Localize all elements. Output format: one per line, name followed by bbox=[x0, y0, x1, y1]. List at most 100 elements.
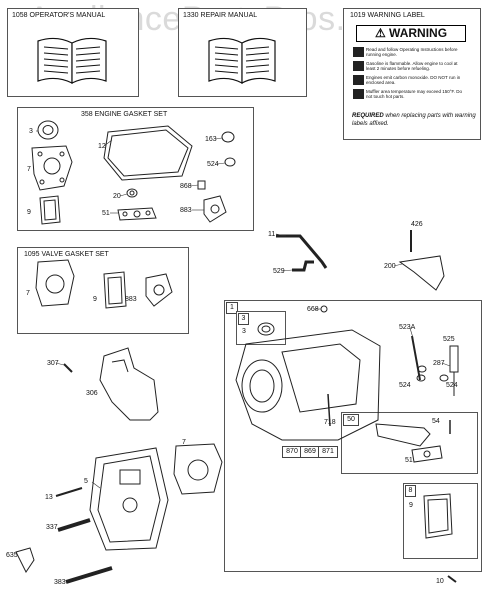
required-note: REQUIRED when replacing parts with warni… bbox=[352, 112, 476, 128]
oil-seal-drawing bbox=[257, 322, 275, 336]
screw-drawing bbox=[447, 575, 457, 583]
part-label-383[interactable]: 383 bbox=[54, 579, 66, 586]
part-label-524[interactable]: 524 bbox=[446, 382, 458, 389]
spark-plug-boot-drawing bbox=[15, 547, 35, 573]
engine-gasket-set-box[interactable]: 358 ENGINE GASKET SET bbox=[17, 107, 254, 231]
valve-cover-gasket-drawing bbox=[103, 271, 127, 309]
group-tag-871[interactable]: 871 bbox=[318, 446, 338, 458]
part-label-163[interactable]: 163 bbox=[205, 136, 217, 143]
open-book-icon bbox=[208, 37, 276, 84]
operators-manual-box[interactable]: 1058 OPERATOR'S MANUAL bbox=[7, 8, 139, 97]
group-tag-8[interactable]: 8 bbox=[405, 485, 416, 497]
open-book-icon bbox=[37, 37, 107, 84]
part-label-20[interactable]: 20 bbox=[113, 193, 121, 200]
bracket-drawing bbox=[398, 255, 445, 291]
part-label-337[interactable]: 337 bbox=[46, 524, 58, 531]
plug-drawing bbox=[320, 305, 328, 313]
repair-manual-title: 1330 REPAIR MANUAL bbox=[183, 12, 258, 19]
part-label-3[interactable]: 3 bbox=[29, 128, 33, 135]
part-label-3[interactable]: 3 bbox=[242, 328, 246, 335]
hot-surface-icon bbox=[353, 89, 364, 99]
warning-line-3: Engines emit carbon monoxide. DO NOT run… bbox=[366, 75, 461, 85]
group-tag-3[interactable]: 3 bbox=[238, 313, 249, 325]
part-label-11[interactable]: 11 bbox=[268, 231, 276, 238]
warning-line-4: Muffler area temperature may exceed 150°… bbox=[366, 89, 463, 99]
elbow-fitting-drawing bbox=[292, 260, 314, 272]
warning-line-1: Read and follow Operating Instructions b… bbox=[366, 47, 458, 57]
part-label-5[interactable]: 5 bbox=[84, 478, 88, 485]
valve-cover-gasket-drawing bbox=[39, 195, 61, 225]
repair-manual-box[interactable]: 1330 REPAIR MANUAL bbox=[178, 8, 307, 97]
warning-heading-text: WARNING bbox=[389, 26, 448, 40]
group-tag-1[interactable]: 1 bbox=[226, 302, 238, 314]
crankcase-gasket-drawing bbox=[103, 125, 193, 181]
part-label-529[interactable]: 529 bbox=[273, 268, 285, 275]
part-label-523a[interactable]: 523A bbox=[399, 324, 416, 331]
dipstick-handle-drawing bbox=[375, 420, 451, 447]
breather-cover-drawing bbox=[423, 493, 453, 539]
part-label-10[interactable]: 10 bbox=[436, 578, 444, 585]
cylinder-head-gasket-drawing bbox=[31, 145, 73, 191]
seal-drawing bbox=[126, 188, 138, 198]
part-label-426[interactable]: 426 bbox=[411, 221, 423, 228]
part-label-868[interactable]: 868 bbox=[180, 183, 192, 190]
part-label-51[interactable]: 51 bbox=[405, 457, 413, 464]
cylinder-head-drawing bbox=[89, 447, 169, 551]
required-bold: REQUIRED bbox=[352, 113, 384, 119]
o-ring-drawing bbox=[224, 157, 236, 167]
intake-gasket-drawing bbox=[117, 207, 157, 221]
oil-seal-drawing bbox=[37, 120, 59, 140]
fitting-drawing bbox=[197, 180, 206, 190]
cylinder-block-drawing bbox=[235, 329, 381, 441]
exhaust-gasket-drawing bbox=[145, 273, 173, 307]
warning-label-box[interactable]: 1019 WARNING LABEL ⚠ WARNING Read and fo… bbox=[343, 8, 481, 140]
exhaust-gasket-drawing bbox=[203, 195, 227, 223]
required-rest: when replacing parts with warning labels… bbox=[352, 113, 476, 127]
part-label-9[interactable]: 9 bbox=[409, 502, 413, 509]
part-label-7[interactable]: 7 bbox=[182, 439, 186, 446]
part-label-12[interactable]: 12 bbox=[98, 143, 106, 150]
part-label-307[interactable]: 307 bbox=[47, 360, 59, 367]
part-label-524[interactable]: 524 bbox=[207, 161, 219, 168]
part-label-51[interactable]: 51 bbox=[102, 210, 110, 217]
part-label-200[interactable]: 200 bbox=[384, 263, 396, 270]
breather-tube-drawing bbox=[276, 234, 328, 269]
stud-drawing bbox=[327, 393, 331, 427]
operators-manual-title: 1058 OPERATOR'S MANUAL bbox=[12, 12, 106, 19]
o-ring-drawing bbox=[417, 365, 427, 373]
head-gasket-drawing bbox=[35, 259, 75, 307]
part-label-7[interactable]: 7 bbox=[26, 290, 30, 297]
dipstick-drawing bbox=[449, 345, 459, 396]
ignition-coil-drawing bbox=[65, 566, 113, 584]
part-label-883[interactable]: 883 bbox=[125, 296, 137, 303]
part-label-668[interactable]: 668 bbox=[307, 306, 319, 313]
group-tag-50[interactable]: 50 bbox=[343, 414, 359, 426]
part-label-524[interactable]: 524 bbox=[399, 382, 411, 389]
o-ring-drawing bbox=[439, 374, 449, 382]
head-bolt-drawing bbox=[55, 487, 83, 497]
engine-gasket-set-title: 358 ENGINE GASKET SET bbox=[81, 111, 168, 118]
warning-label-title: 1019 WARNING LABEL bbox=[350, 12, 425, 19]
part-label-9[interactable]: 9 bbox=[27, 209, 31, 216]
part-label-9[interactable]: 9 bbox=[93, 296, 97, 303]
warning-line-2: Gasoline is flammable. Allow engine to c… bbox=[366, 61, 458, 71]
part-label-54[interactable]: 54 bbox=[432, 418, 440, 425]
part-label-287[interactable]: 287 bbox=[433, 360, 445, 367]
valve-gasket-set-title: 1095 VALVE GASKET SET bbox=[24, 251, 109, 258]
manual-read-icon bbox=[353, 47, 364, 57]
head-gasket-drawing bbox=[173, 443, 223, 495]
part-label-635[interactable]: 635 bbox=[6, 552, 18, 559]
o-ring-drawing bbox=[221, 131, 235, 143]
spark-plug-drawing bbox=[57, 518, 91, 532]
gasket-drawing bbox=[411, 445, 443, 463]
part-label-525[interactable]: 525 bbox=[443, 336, 455, 343]
part-label-306[interactable]: 306 bbox=[86, 390, 98, 397]
warning-heading: ⚠ WARNING bbox=[356, 25, 466, 42]
part-label-883[interactable]: 883 bbox=[180, 207, 192, 214]
o-ring-drawing bbox=[416, 374, 426, 382]
part-label-13[interactable]: 13 bbox=[45, 494, 53, 501]
heat-shield-drawing bbox=[99, 347, 159, 421]
part-label-7[interactable]: 7 bbox=[27, 166, 31, 173]
